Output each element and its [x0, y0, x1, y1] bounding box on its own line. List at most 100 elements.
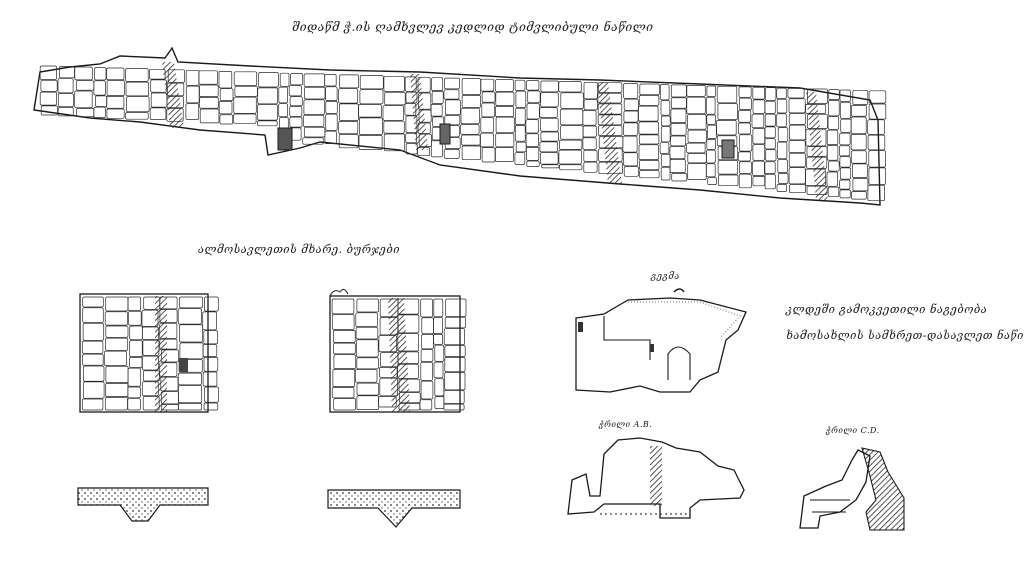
plan-caption: გეგმა — [651, 272, 680, 282]
masonry-stone — [81, 398, 104, 411]
masonry-stone — [868, 90, 887, 104]
masonry-stone — [127, 398, 141, 411]
rock-structure-title-line2: ხამოსახლის სამხრეთ-დასავლეთ ნაწილში — [786, 329, 1024, 342]
masonry-stone — [106, 96, 125, 109]
masonry-stone — [687, 163, 707, 180]
masonry-stone — [106, 108, 125, 119]
masonry-stone — [481, 91, 496, 103]
masonry-stone — [356, 382, 380, 396]
rock-plan-shading — [628, 301, 741, 339]
masonry-stone — [338, 134, 359, 149]
main-wall-elevation — [33, 46, 887, 206]
masonry-stone — [289, 96, 303, 107]
masonry-stone — [623, 166, 639, 177]
masonry-stone — [127, 296, 142, 311]
masonry-stone — [81, 340, 104, 354]
masonry-stone — [150, 79, 167, 93]
masonry-stone — [338, 121, 359, 135]
masonry-stone — [444, 115, 461, 126]
section-ab-hatched-wall — [650, 446, 662, 506]
masonry-stone — [445, 298, 467, 317]
masonry-stone — [127, 367, 142, 387]
masonry-stone — [764, 173, 776, 190]
masonry-stone — [623, 98, 639, 111]
masonry-stone — [383, 120, 405, 134]
masonry-stone — [638, 121, 659, 135]
masonry-stone — [331, 298, 355, 315]
masonry-stone — [420, 380, 434, 400]
masonry-stone — [670, 123, 687, 136]
masonry-stone — [434, 378, 445, 397]
section-ab-drawing — [567, 437, 745, 519]
tower-1-buttress — [155, 296, 167, 412]
masonry-stone — [639, 160, 660, 171]
masonry-stone — [434, 344, 445, 362]
masonry-stone — [40, 105, 58, 116]
masonry-stone — [867, 184, 885, 202]
masonry-stone — [202, 311, 217, 331]
masonry-stone — [764, 126, 776, 139]
masonry-stone — [788, 113, 806, 125]
masonry-stone — [839, 101, 852, 119]
masonry-stone — [332, 369, 356, 387]
masonry-stone — [480, 78, 495, 92]
masonry-stone — [707, 177, 717, 185]
masonry-stone — [788, 98, 806, 114]
masonry-stone — [638, 95, 660, 106]
rock-plan-entry-mark — [673, 288, 685, 293]
masonry-stone — [461, 78, 481, 95]
masonry-stone — [95, 95, 108, 107]
masonry-stone — [687, 114, 707, 130]
masonry-stone — [105, 383, 129, 397]
masonry-stone — [752, 144, 766, 161]
masonry-stone — [94, 67, 107, 81]
masonry-stone — [278, 86, 288, 104]
masonry-stone — [527, 90, 541, 104]
masonry-stone — [716, 120, 737, 136]
main-wall-title: შიდაწმ ჭ.ის ღამხვლევ კედლიდ ტიმვლიბული ნ… — [292, 20, 654, 34]
masonry-stone — [185, 85, 200, 104]
masonry-stone — [560, 92, 584, 109]
masonry-stone — [40, 79, 58, 92]
masonry-stone — [420, 349, 434, 362]
masonry-stone — [851, 191, 867, 200]
masonry-stone — [839, 167, 852, 180]
masonry-stone — [75, 80, 95, 91]
rock-plan-niche-right — [650, 344, 654, 352]
masonry-stone — [706, 114, 716, 125]
masonry-stone — [179, 296, 204, 309]
masonry-stone — [421, 334, 434, 350]
masonry-stone — [495, 147, 514, 162]
masonry-stone — [776, 141, 788, 160]
masonry-stone — [432, 116, 445, 127]
masonry-stone — [717, 103, 738, 120]
masonry-stone — [74, 90, 93, 109]
masonry-stone — [495, 106, 514, 117]
section-cd-profile — [799, 449, 871, 529]
masonry-stone — [514, 152, 526, 165]
masonry-stone — [717, 160, 739, 175]
masonry-stone — [257, 87, 278, 105]
masonry-stone — [707, 124, 717, 139]
masonry-stone — [444, 372, 466, 391]
masonry-stone — [526, 80, 540, 91]
masonry-stone — [868, 150, 886, 168]
masonry-stone — [559, 139, 583, 150]
tower-1-outline — [79, 293, 209, 413]
masonry-stone — [356, 357, 379, 370]
masonry-stone — [460, 107, 480, 125]
main-wall-hatched-buttress-1 — [162, 62, 184, 128]
masonry-stone — [514, 79, 526, 91]
masonry-stone — [129, 340, 143, 357]
main-wall-masonry — [39, 65, 887, 202]
masonry-stone — [716, 85, 738, 104]
masonry-stone — [737, 122, 751, 135]
rock-plan-inner-wall — [603, 316, 651, 360]
masonry-stone — [787, 88, 805, 99]
masonry-stone — [583, 149, 598, 162]
masonry-stone — [430, 140, 443, 158]
masonry-stone — [444, 77, 460, 90]
masonry-stone — [868, 103, 887, 120]
masonry-stone — [74, 66, 93, 81]
masonry-stone — [199, 97, 219, 109]
